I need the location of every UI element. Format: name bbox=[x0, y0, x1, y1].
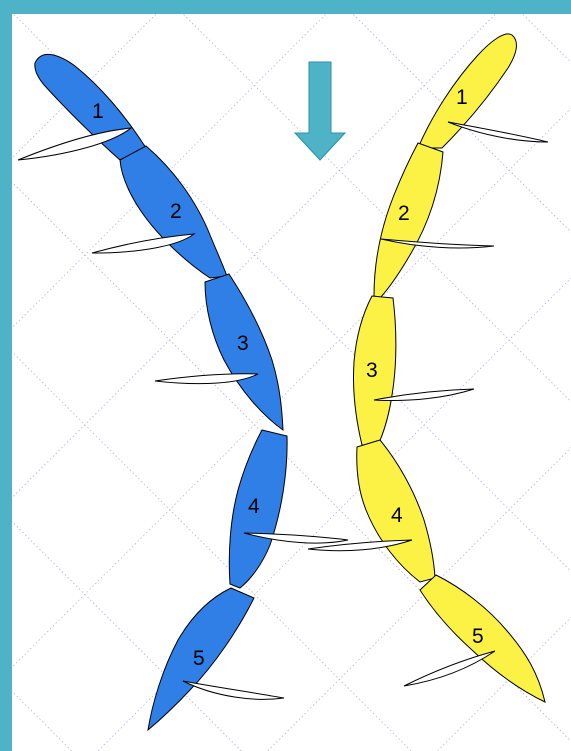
left-boat-1-label: 1 bbox=[92, 100, 104, 123]
left-boat-2-label: 2 bbox=[170, 200, 182, 223]
right-boat-5-label: 5 bbox=[472, 625, 484, 648]
right-boat-1-label: 1 bbox=[456, 86, 468, 109]
right-boat-4-label: 4 bbox=[391, 504, 403, 527]
left-boat-5-label: 5 bbox=[193, 647, 205, 670]
right-boat-2-label: 2 bbox=[398, 202, 410, 225]
right-boat-3-label: 3 bbox=[366, 359, 378, 382]
left-boat-4-label: 4 bbox=[248, 495, 260, 518]
left-boat-3-label: 3 bbox=[237, 332, 249, 355]
